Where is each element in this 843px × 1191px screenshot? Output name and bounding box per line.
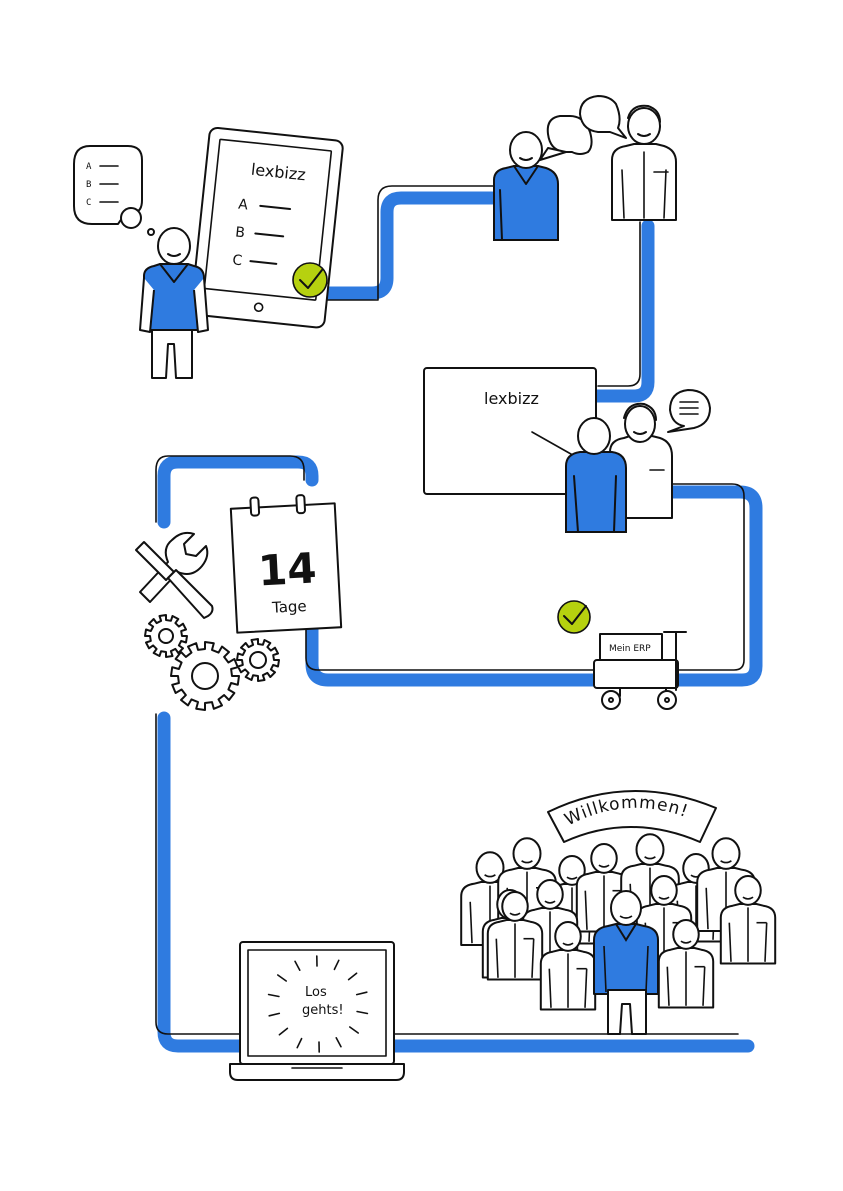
wrench-icon	[139, 531, 209, 603]
gear-icon	[236, 638, 280, 682]
burst-line	[294, 960, 301, 972]
burst-line	[355, 991, 368, 996]
burst-line	[335, 1037, 342, 1048]
checkmark-icon	[557, 600, 591, 634]
thought-option-b: B	[86, 180, 91, 190]
journey-path	[155, 185, 763, 1053]
tablet-option-a: A	[237, 197, 249, 214]
person-candidate	[139, 227, 209, 379]
gear-icon	[144, 614, 188, 658]
screwdriver-icon	[135, 541, 214, 619]
new-employee-legs	[607, 989, 647, 1035]
burst-line	[356, 1010, 369, 1015]
burst-line	[276, 974, 288, 982]
thought-option-a: A	[86, 162, 92, 172]
pointer-stick	[531, 431, 579, 459]
person-trainee-back	[565, 417, 627, 533]
burst-line	[333, 959, 340, 971]
tablet-home-button	[253, 302, 264, 313]
burst-line	[296, 1037, 303, 1049]
board-brand: lexbizz	[484, 389, 539, 408]
burst-line	[267, 993, 280, 998]
cart-box-label: Mein ERP	[609, 644, 651, 654]
welcome-banner: Willkommen!	[547, 790, 717, 843]
person-team-member	[575, 842, 633, 933]
checkmark-icon	[292, 262, 328, 298]
laptop-text-line1: Los	[305, 985, 327, 1000]
tablet: lexbizz A B C	[190, 126, 344, 329]
burst-line	[347, 972, 358, 981]
person-interviewee	[493, 131, 559, 241]
laptop-text-line2: gehts!	[302, 1003, 344, 1018]
burst-line	[348, 1026, 360, 1034]
person-team-member	[486, 890, 544, 981]
thought-bubble-dot	[120, 207, 142, 229]
burst-line	[268, 1012, 281, 1017]
thought-option-c: C	[86, 198, 91, 208]
burst-lines	[267, 955, 369, 1053]
presentation-board: lexbizz	[423, 367, 597, 495]
calendar-unit: Tage	[271, 597, 308, 617]
calendar-icon: 14 Tage	[229, 494, 343, 634]
person-team-member	[657, 918, 715, 1009]
speech-bubble-icon	[667, 389, 711, 433]
cart-icon: Mein ERP	[593, 631, 687, 710]
person-team-member	[719, 874, 777, 965]
gear-icon	[170, 641, 240, 711]
thought-bubble: A B C	[73, 145, 155, 236]
thought-bubble-dot	[147, 228, 155, 236]
person-new-employee	[593, 890, 659, 995]
team-crowd	[460, 833, 777, 1035]
tablet-option-c: C	[232, 252, 244, 269]
burst-line	[278, 1027, 289, 1036]
calendar-number: 14	[257, 543, 318, 595]
tablet-option-b: B	[235, 224, 246, 241]
journey-path-blue	[157, 191, 763, 1053]
journey-path-outline	[155, 185, 745, 1035]
speech-bubble-icon	[539, 95, 627, 161]
person-interviewer	[611, 104, 677, 221]
laptop-icon: Los gehts!	[229, 941, 405, 1081]
